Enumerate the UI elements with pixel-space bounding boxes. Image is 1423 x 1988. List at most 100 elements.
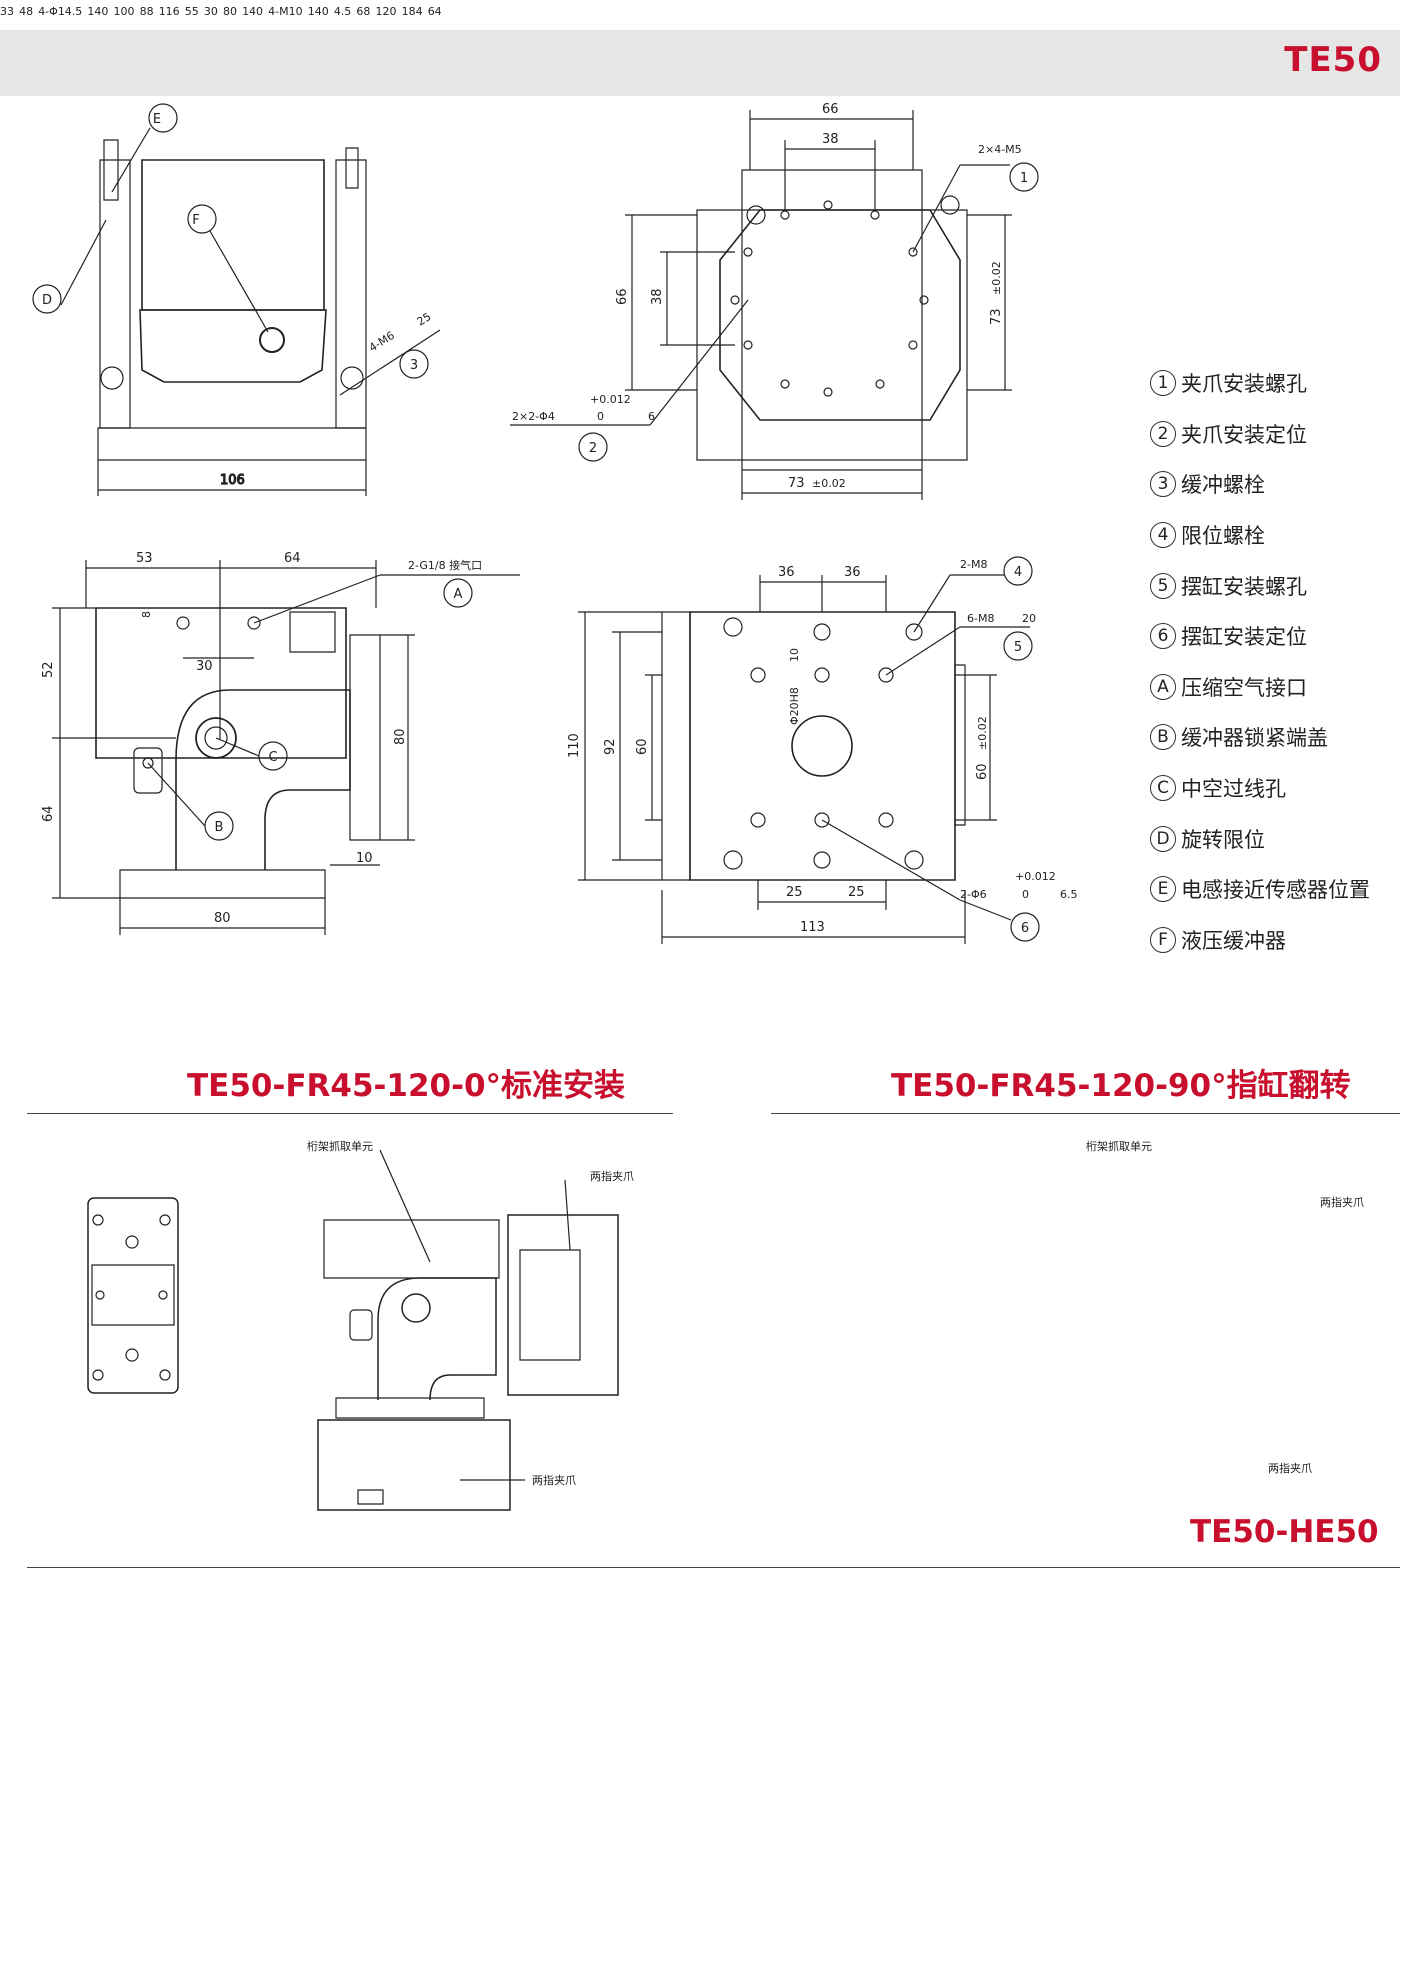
dim-label: 73 [788,476,805,491]
sensor-block [346,148,358,188]
dim-label: 73 [989,308,1004,325]
callout-label: B [215,820,224,835]
dim-label: 2-Φ6 [960,888,987,901]
sensor-block [290,612,335,652]
dim-label: 4.5 [333,5,352,18]
legend-text: 限位螺栓 [1181,524,1265,549]
dim-label: 6 [648,410,655,423]
dim-label: +0.012 [590,393,631,406]
dim-label: ±0.02 [990,261,1003,295]
dim-label: 10 [356,851,373,866]
legend-marker: 5 [1150,572,1176,599]
port-hole [177,617,189,629]
callout-3 [400,350,428,378]
dim-label: 6.5 [1060,888,1078,901]
right-upright [336,160,366,428]
base-plate [98,428,366,460]
callout-label: 2 [589,441,597,456]
dim-label: ±0.02 [812,477,846,490]
dim-label: 25 [848,885,865,900]
dim-label: 184 [401,5,423,18]
dim-label: 113 [800,920,825,935]
dim-label: 110 [567,733,582,758]
dim-label: 48 [19,5,34,18]
dim-label: 140 [242,5,264,18]
flange [742,170,922,470]
dim-label: 116 [158,5,180,18]
callout-label: 3 [410,358,418,373]
dim-label: 60 [975,763,990,780]
upper-body [96,608,346,758]
label-unit: 桁架抓取单元 [1086,1140,1152,1153]
dim-label: 64 [427,5,442,18]
hole [747,206,765,224]
callout-2 [579,433,607,461]
dim-label: 140 [87,5,109,18]
legend-marker: E [1150,876,1176,903]
dim-label: ±0.02 [976,716,989,750]
dim-label: 36 [778,565,795,580]
legend-marker: F [1150,926,1176,953]
leader [112,128,150,192]
dim-label: 4-M10 [268,5,303,18]
callout-label: F [192,213,199,228]
legend-marker: 2 [1150,420,1176,447]
dim-label: 30 [203,5,218,18]
sensor-block [104,140,118,200]
mount-plate [720,210,960,420]
leader [61,220,106,305]
legend-marker: A [1150,673,1176,700]
callout-label: 1 [1020,171,1028,186]
model-title: TE50 [1284,40,1382,80]
hydraulic-buffer [260,328,284,352]
dim-label: 4-M6 [367,329,397,355]
callout-d [33,285,61,313]
legend-text: 中空过线孔 [1181,777,1286,802]
hole [941,196,959,214]
hole-pattern [724,618,923,869]
legend-text: 夹爪安装螺孔 [1181,372,1307,397]
side-view [52,560,520,935]
base-plate [120,870,325,898]
dim-label: 0 [1022,888,1029,901]
dim-label: 25 [415,310,434,328]
leader [210,231,268,332]
section-title-flipped: TE50-FR45-120-90°指缸翻转 [891,1068,1351,1104]
section-rule [27,1113,673,1114]
legend-text: 液压缓冲器 [1181,928,1286,953]
label-gripper: 两指夹爪 [590,1170,634,1183]
callout-label: A [454,587,463,602]
dim-label: 140 [307,5,329,18]
legend-text: 夹爪安装定位 [1181,422,1307,447]
label-gripper: 两指夹爪 [1320,1196,1364,1209]
callout-6 [1011,913,1039,941]
limit-bolt [101,367,123,389]
limit-bolt [341,367,363,389]
top-view [510,110,1038,500]
dim-label: 92 [603,738,618,755]
dim-label: 60 [635,738,650,755]
legend-marker: 4 [1150,522,1176,549]
legend-text: 电感接近传感器位置 [1181,878,1370,903]
dim-label: 68 [356,5,371,18]
legend-text: 缓冲器锁紧端盖 [1181,726,1328,751]
dim-label: Φ20H8 [788,687,801,725]
section-title-he50: TE50-HE50 [1190,1514,1379,1550]
callout-label: D [42,293,52,308]
dim-label: 52 [41,661,56,678]
section-title-standard: TE50-FR45-120-0°标准安装 [187,1068,626,1104]
dim-label: 10 [788,648,801,662]
legend-marker: 1 [1150,370,1176,397]
hollow-bore-inner [205,727,227,749]
dim-label: 0 [597,410,604,423]
